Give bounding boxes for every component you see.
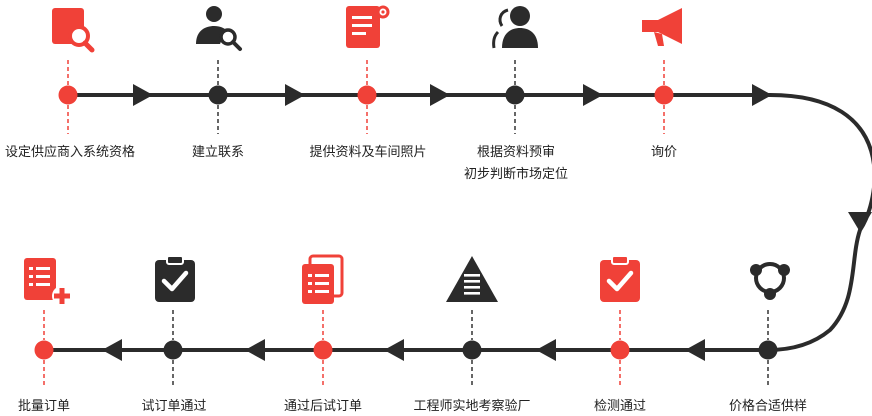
arrow-left <box>536 339 556 361</box>
step-node <box>358 86 377 105</box>
arrow-right <box>285 84 305 106</box>
step-label: 批量订单 <box>0 396 134 416</box>
document-settings-icon <box>340 2 396 58</box>
arrow-right <box>430 84 450 106</box>
step-node <box>59 86 78 105</box>
arrow-right <box>133 84 153 106</box>
step-label: 询价 <box>574 142 754 164</box>
arrow-left <box>384 339 404 361</box>
step-node <box>655 86 674 105</box>
clipboard-check-icon <box>592 252 648 308</box>
step-label-line: 询价 <box>574 142 754 164</box>
arrow-right <box>583 84 603 106</box>
step-node <box>611 341 630 360</box>
step-node <box>209 86 228 105</box>
triangle-list-icon <box>444 252 500 308</box>
step-node <box>164 341 183 360</box>
step-node <box>759 341 778 360</box>
user-search-icon <box>192 2 248 58</box>
search-document-icon <box>46 2 102 58</box>
share-icon <box>740 252 796 308</box>
clipboard-check-icon <box>147 252 203 308</box>
step-node <box>463 341 482 360</box>
arrow-down <box>848 212 872 232</box>
stacked-list-icon <box>296 252 352 308</box>
step-label-line: 批量订单 <box>0 396 134 416</box>
arrow-left <box>245 339 265 361</box>
list-add-icon <box>18 252 74 308</box>
users-icon <box>488 2 544 58</box>
arrow-left <box>685 339 705 361</box>
step-node <box>314 341 333 360</box>
step-node <box>506 86 525 105</box>
step-node <box>35 341 54 360</box>
megaphone-icon <box>636 2 692 58</box>
step-label-line: 初步判断市场定位 <box>426 164 606 186</box>
arrow-left <box>102 339 122 361</box>
arrow-right <box>752 84 772 106</box>
